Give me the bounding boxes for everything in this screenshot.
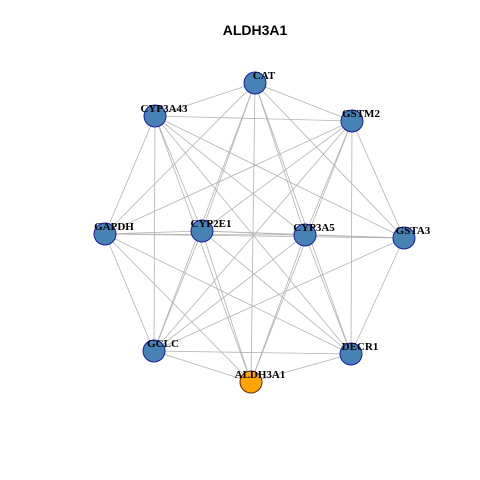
edge-cat-gapdh [104, 82, 256, 235]
node-label: CYP2E1 [191, 218, 232, 230]
edge-gstm2-cyp3a43 [154, 115, 353, 122]
diagram-title: ALDH3A1 [223, 22, 288, 38]
node-gstm2[interactable]: GSTM2 [340, 108, 380, 133]
edge-cat-decr1 [254, 82, 352, 355]
edge-decr1-cyp3a5 [304, 234, 352, 355]
node-cyp3a43[interactable]: CYP3A43 [140, 103, 188, 128]
node-circle[interactable] [243, 71, 267, 95]
node-label: ALDH3A1 [235, 369, 286, 381]
edge-layer [104, 82, 405, 383]
node-circle[interactable] [340, 109, 364, 133]
node-label: GSTA3 [396, 225, 431, 237]
edge-cat-gclc [153, 82, 256, 352]
edge-gapdh-cyp2e1 [104, 230, 203, 235]
node-label: CAT [253, 70, 276, 82]
node-label: DECR1 [342, 341, 379, 353]
edge-gstm2-aldh3a1 [250, 120, 353, 383]
edge-aldh3a1-cyp2e1 [201, 230, 252, 383]
edge-aldh3a1-gapdh [104, 233, 252, 383]
edge-gstm2-gsta3 [351, 120, 405, 239]
node-decr1[interactable]: DECR1 [339, 341, 379, 366]
edge-cat-cyp3a43 [154, 82, 256, 117]
edge-cyp2e1-cyp3a5 [201, 230, 306, 236]
node-cat[interactable]: CAT [243, 70, 276, 95]
edge-gclc-cyp3a5 [153, 234, 306, 352]
edge-cat-gsta3 [254, 82, 405, 239]
edge-gsta3-decr1 [350, 237, 405, 355]
edge-gstm2-cyp3a5 [304, 120, 353, 236]
node-cyp3a5[interactable]: CYP3A5 [293, 222, 335, 247]
edge-gclc-cyp2e1 [153, 230, 203, 352]
node-label: GAPDH [94, 221, 134, 233]
node-label: CYP3A5 [293, 222, 335, 234]
node-circle[interactable] [293, 223, 317, 247]
edge-gclc-cyp3a43 [153, 115, 156, 352]
edge-cyp3a43-cyp3a5 [154, 115, 306, 236]
edge-decr1-aldh3a1 [250, 353, 352, 383]
edge-aldh3a1-cyp3a5 [250, 234, 306, 383]
node-circle[interactable] [143, 104, 167, 128]
edge-decr1-cyp2e1 [201, 230, 352, 355]
edge-gsta3-cyp3a5 [304, 234, 405, 239]
node-gsta3[interactable]: GSTA3 [392, 225, 431, 250]
edge-gstm2-gapdh [104, 120, 353, 235]
node-circle[interactable] [190, 219, 214, 243]
node-circle[interactable] [392, 226, 416, 250]
node-circle[interactable] [239, 370, 263, 394]
edge-cat-cyp2e1 [201, 82, 256, 232]
node-aldh3a1[interactable]: ALDH3A1 [235, 369, 286, 394]
node-label: GSTM2 [342, 108, 380, 120]
node-label: GCLC [147, 338, 179, 350]
edge-cat-gstm2 [254, 82, 353, 122]
node-circle[interactable] [93, 222, 117, 246]
edge-aldh3a1-gclc [153, 350, 252, 383]
edge-cyp3a43-cyp2e1 [154, 115, 203, 232]
edge-gsta3-cyp3a43 [154, 115, 405, 239]
node-circle[interactable] [339, 342, 363, 366]
edge-aldh3a1-cyp3a43 [154, 115, 252, 383]
edge-cat-cyp3a5 [254, 82, 306, 236]
edge-gclc-gapdh [104, 233, 155, 352]
node-gclc[interactable]: GCLC [142, 338, 179, 363]
edge-gapdh-cyp3a43 [104, 115, 156, 235]
node-label: CYP3A43 [140, 103, 188, 115]
node-gapdh[interactable]: GAPDH [93, 221, 134, 246]
node-circle[interactable] [142, 339, 166, 363]
node-cyp2e1[interactable]: CYP2E1 [190, 218, 232, 243]
edge-decr1-gclc [153, 350, 352, 355]
